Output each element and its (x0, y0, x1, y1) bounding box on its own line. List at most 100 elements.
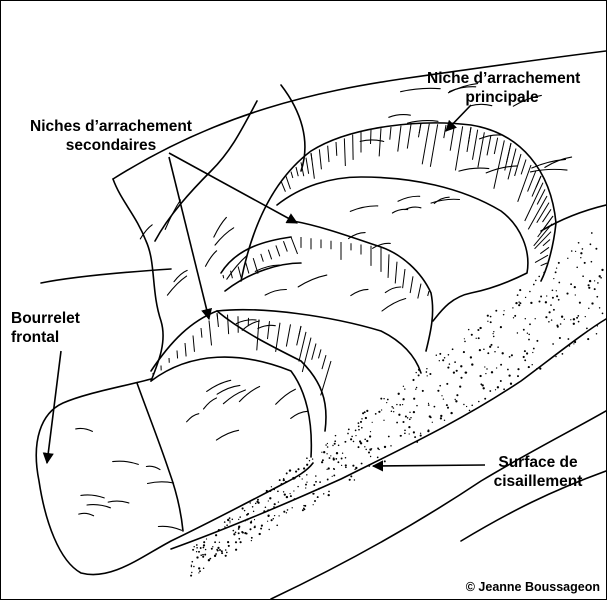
hatch-stroke (280, 180, 286, 192)
stipple-dot (351, 435, 353, 438)
label-main-scarp: Niche d’arrachement principale (427, 69, 580, 107)
texture-stroke (447, 83, 479, 94)
stipple-dot (439, 352, 442, 355)
stipple-dot (224, 549, 227, 551)
stipple-dot (558, 336, 561, 340)
stipple-dot (376, 456, 379, 459)
stipple-dot (214, 534, 218, 537)
stipple-dot (416, 404, 418, 407)
stipple-dot (347, 432, 349, 435)
texture-stroke (388, 114, 411, 118)
stipple-dot (508, 374, 511, 377)
stipple-dot (477, 328, 480, 332)
hatch-stroke (318, 149, 322, 170)
stipple-dot (601, 312, 604, 315)
texture-stroke (204, 250, 218, 267)
stipple-dot (227, 518, 230, 522)
label-frontal-ridge-line2: frontal (11, 329, 60, 346)
stipple-dot (548, 321, 550, 323)
stipple-dot (254, 502, 257, 505)
stipple-dot (414, 436, 417, 439)
texture-stroke (372, 242, 391, 249)
stipple-dot (190, 564, 193, 566)
stipple-dot (570, 250, 573, 252)
stipple-dot (357, 446, 360, 449)
texture-stroke (297, 274, 328, 288)
texture-stroke (145, 465, 161, 471)
stipple-dot (334, 440, 337, 443)
hatch-stroke (517, 164, 532, 202)
stipple-dot (446, 382, 449, 385)
stipple-dot (559, 323, 562, 325)
stipple-dot (582, 275, 584, 278)
stipple-dot (415, 386, 418, 389)
stipple-dot (519, 289, 522, 292)
arrow-frontal-ridge (42, 350, 62, 465)
hatch-stroke (534, 231, 552, 250)
hatch-stroke (534, 254, 549, 264)
stipple-dot (400, 435, 402, 437)
stipple-dot (490, 371, 494, 374)
stipple-dot (332, 457, 335, 460)
frontal-ridge-outline (35, 378, 314, 576)
hatch-stroke (311, 343, 317, 360)
stipple-dot (364, 416, 368, 420)
texture-stroke (350, 288, 369, 297)
stipple-dot (479, 374, 482, 378)
stipple-dot (243, 509, 246, 512)
stipple-dot (264, 506, 267, 508)
stipple-dot (417, 368, 421, 371)
stipple-dot (323, 451, 326, 454)
texture-stroke (216, 384, 241, 395)
stipple-dot (419, 432, 422, 434)
stipple-dot (404, 429, 406, 432)
hatch-stroke (208, 320, 213, 346)
stipple-dot (597, 282, 599, 284)
stipple-dot (387, 435, 390, 438)
stipple-dot (481, 384, 483, 387)
stipple-dot (515, 301, 518, 305)
stipple-dot (366, 439, 369, 443)
stipple-dot (344, 440, 347, 443)
stipple-dot (289, 495, 292, 498)
stipple-dot (383, 419, 385, 421)
stipple-dot (464, 340, 466, 343)
stipple-dot (199, 547, 202, 549)
stipple-dot (495, 309, 498, 312)
texture-stroke (406, 120, 439, 124)
stipple-dot (383, 460, 386, 463)
stipple-dot (263, 510, 266, 513)
stipple-dot (406, 417, 409, 419)
stipple-dot (249, 521, 253, 524)
stipple-dot (494, 350, 496, 353)
stipple-dot (413, 397, 416, 400)
stipple-dot (516, 332, 519, 334)
stipple-dot (273, 488, 276, 491)
secondary-scarp-2-base (150, 356, 313, 458)
stipple-dot (429, 372, 432, 376)
stipple-dot (217, 529, 221, 532)
texture-stroke (469, 103, 493, 107)
hatch-stroke (216, 312, 219, 327)
stipple-dot (216, 549, 219, 552)
stipple-dot (574, 294, 576, 296)
stipple-dot (390, 410, 393, 413)
stipple-dot (386, 398, 389, 401)
stipple-dot (501, 352, 504, 355)
hatch-stroke (429, 124, 439, 167)
stipple-dot (512, 307, 514, 309)
stipple-dot (391, 405, 394, 408)
stipple-dot (366, 409, 369, 412)
stipple-dot (359, 442, 363, 445)
stipple-dot (251, 506, 254, 508)
stipple-dot (577, 320, 580, 323)
stipple-dot (285, 472, 288, 475)
stipple-dot (480, 383, 483, 386)
texture-stroke (222, 389, 246, 405)
stipple-dot (522, 355, 525, 359)
stipple-dot (276, 524, 279, 527)
stipple-dot (442, 398, 445, 400)
stipple-dot (365, 448, 367, 451)
stipple-dot (493, 331, 495, 333)
stipple-dot (357, 422, 360, 424)
